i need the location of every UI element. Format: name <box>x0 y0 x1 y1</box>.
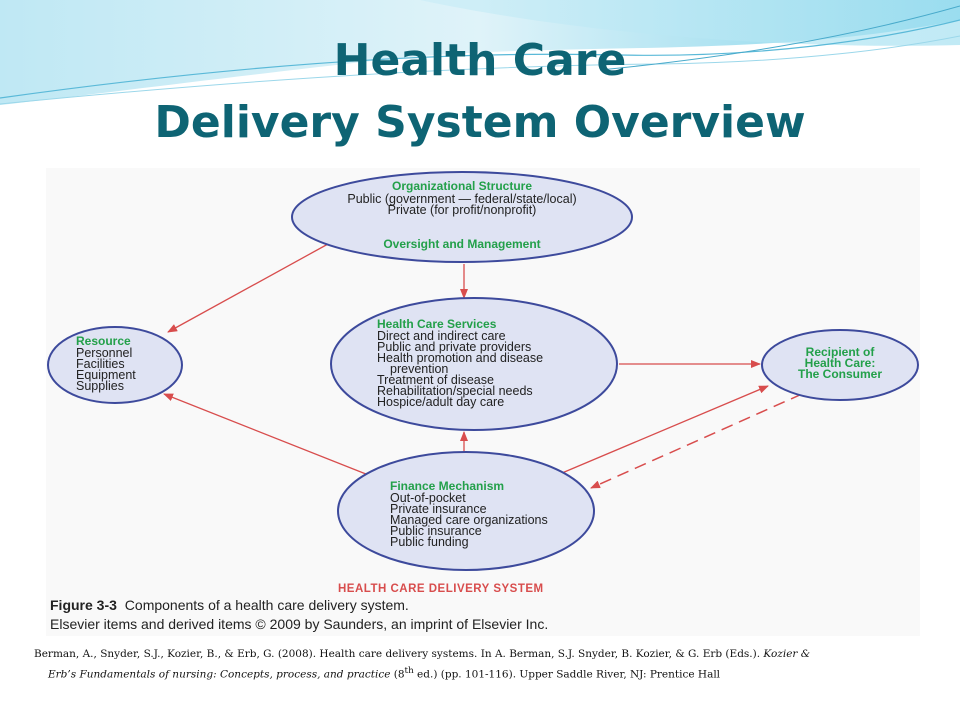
arrow-org-to-resource <box>167 243 329 333</box>
citation-edition-sup: th <box>404 666 414 676</box>
citation-publisher: ed.) (pp. 101-116). Upper Saddle River, … <box>417 668 721 681</box>
services-line-6: Rehabilitation/special needs <box>377 384 533 398</box>
finance-line-2: Private insurance <box>390 502 487 516</box>
finance-line-1: Out-of-pocket <box>390 491 466 505</box>
services-line-3: Health promotion and disease <box>377 351 543 365</box>
resource-node: Resource Personnel Facilities Equipment … <box>47 326 183 404</box>
services-line-4: prevention <box>390 362 448 376</box>
finance-mechanism-node: Finance Mechanism Out-of-pocket Private … <box>337 451 595 571</box>
services-line-5: Treatment of disease <box>377 373 494 387</box>
arrow-finance-to-recipient <box>561 385 769 474</box>
figure-caption: Figure 3-3 Components of a health care d… <box>50 597 409 613</box>
citation-book-title: Erb’s Fundamentals of nursing: Concepts,… <box>48 668 391 681</box>
citation-edition: (8 <box>393 668 405 681</box>
dashed-arrow-recipient-to-finance <box>590 393 803 489</box>
system-label: HEALTH CARE DELIVERY SYSTEM <box>338 583 544 595</box>
resource-heading: Resource <box>76 334 131 348</box>
resource-line-2: Facilities <box>76 357 125 371</box>
finance-line-5: Public funding <box>390 535 469 549</box>
finance-heading: Finance Mechanism <box>390 479 504 493</box>
org-line-2: Private (for profit/nonprofit) <box>388 203 537 217</box>
resource-line-3: Equipment <box>76 368 136 382</box>
finance-line-3: Managed care organizations <box>390 513 548 527</box>
header-wave-decoration <box>0 0 960 105</box>
figure-caption-text: Components of a health care delivery sys… <box>125 597 409 613</box>
page-title: Health Care Delivery System Overview <box>0 30 960 154</box>
org-heading: Organizational Structure <box>392 179 532 193</box>
services-heading: Health Care Services <box>377 317 497 331</box>
diagram-figure: Organizational Structure Public (governm… <box>46 168 920 636</box>
title-line-1: Health Care <box>333 35 627 86</box>
resource-line-1: Personnel <box>76 346 132 360</box>
recipient-line-1: Recipient of <box>806 345 876 359</box>
services-line-7: Hospice/adult day care <box>377 395 504 409</box>
organizational-structure-node: Organizational Structure Public (governm… <box>291 171 633 263</box>
finance-line-4: Public insurance <box>390 524 482 538</box>
health-care-services-node: Health Care Services Direct and indirect… <box>330 297 618 431</box>
citation-book-prefix: Kozier & <box>763 648 811 660</box>
oversight-heading: Oversight and Management <box>383 237 540 251</box>
title-line-2: Delivery System Overview <box>154 97 806 148</box>
org-line-1: Public (government — federal/state/local… <box>347 192 576 206</box>
figure-credit: Elsevier items and derived items © 2009 … <box>50 616 548 632</box>
citation-text: Berman, A., Snyder, S.J., Kozier, B., & … <box>34 648 761 660</box>
arrow-finance-to-resource <box>163 393 377 479</box>
services-line-2: Public and private providers <box>377 340 531 354</box>
services-line-1: Direct and indirect care <box>377 329 506 343</box>
recipient-node: Recipient of Health Care: The Consumer <box>761 329 919 401</box>
recipient-line-3: The Consumer <box>798 367 882 381</box>
resource-line-4: Supplies <box>76 379 124 393</box>
recipient-line-2: Health Care: <box>805 356 876 370</box>
figure-number: Figure 3-3 <box>50 597 117 613</box>
delivery-system-diagram: Organizational Structure Public (governm… <box>47 171 919 632</box>
citation: Berman, A., Snyder, S.J., Kozier, B., & … <box>34 646 914 684</box>
